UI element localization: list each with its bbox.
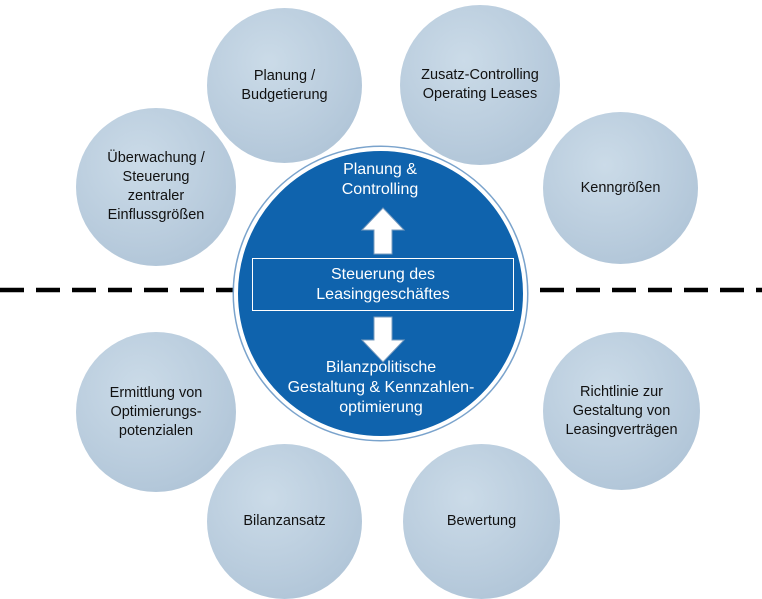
satellite-ermittlung-label: Ermittlung von Optimierungs- potenzialen — [109, 384, 203, 439]
center-middle-box: Steuerung des Leasinggeschäftes — [252, 258, 514, 311]
satellite-bilanzansatz: Bilanzansatz — [207, 444, 362, 599]
arrow-down-icon — [360, 316, 406, 363]
satellite-kenngroessen-label: Kenngrößen — [580, 179, 661, 196]
arrow-up-icon — [360, 207, 406, 255]
satellite-kenngroessen: Kenngrößen — [543, 112, 698, 264]
satellite-bilanzansatz-label: Bilanzansatz — [243, 513, 326, 529]
satellite-richtlinie-label: Richtlinie zur Gestaltung von Leasingver… — [565, 383, 678, 438]
satellite-planung: Planung / Budgetierung — [207, 8, 362, 163]
satellite-zusatz-controlling-label: Zusatz-Controlling Operating Leases — [421, 67, 539, 102]
satellite-ueberwachung: Überwachung / Steuerung zentraler Einflu… — [76, 108, 236, 266]
center-middle-label: Steuerung des Leasinggeschäftes — [316, 265, 450, 303]
satellite-richtlinie: Richtlinie zur Gestaltung von Leasingver… — [543, 332, 700, 490]
satellite-bewertung: Bewertung — [403, 444, 560, 599]
center-bottom-label: Bilanzpolitische Gestaltung & Kennzahlen… — [287, 359, 475, 416]
satellite-planung-label: Planung / Budgetierung — [241, 67, 328, 103]
satellite-bewertung-label: Bewertung — [446, 513, 517, 529]
satellite-ermittlung: Ermittlung von Optimierungs- potenzialen — [76, 332, 236, 492]
center-top-label: Planung & Controlling — [341, 161, 419, 198]
satellite-zusatz-controlling: Zusatz-Controlling Operating Leases — [400, 5, 560, 165]
satellite-ueberwachung-label: Überwachung / Steuerung zentraler Einflu… — [107, 150, 205, 223]
